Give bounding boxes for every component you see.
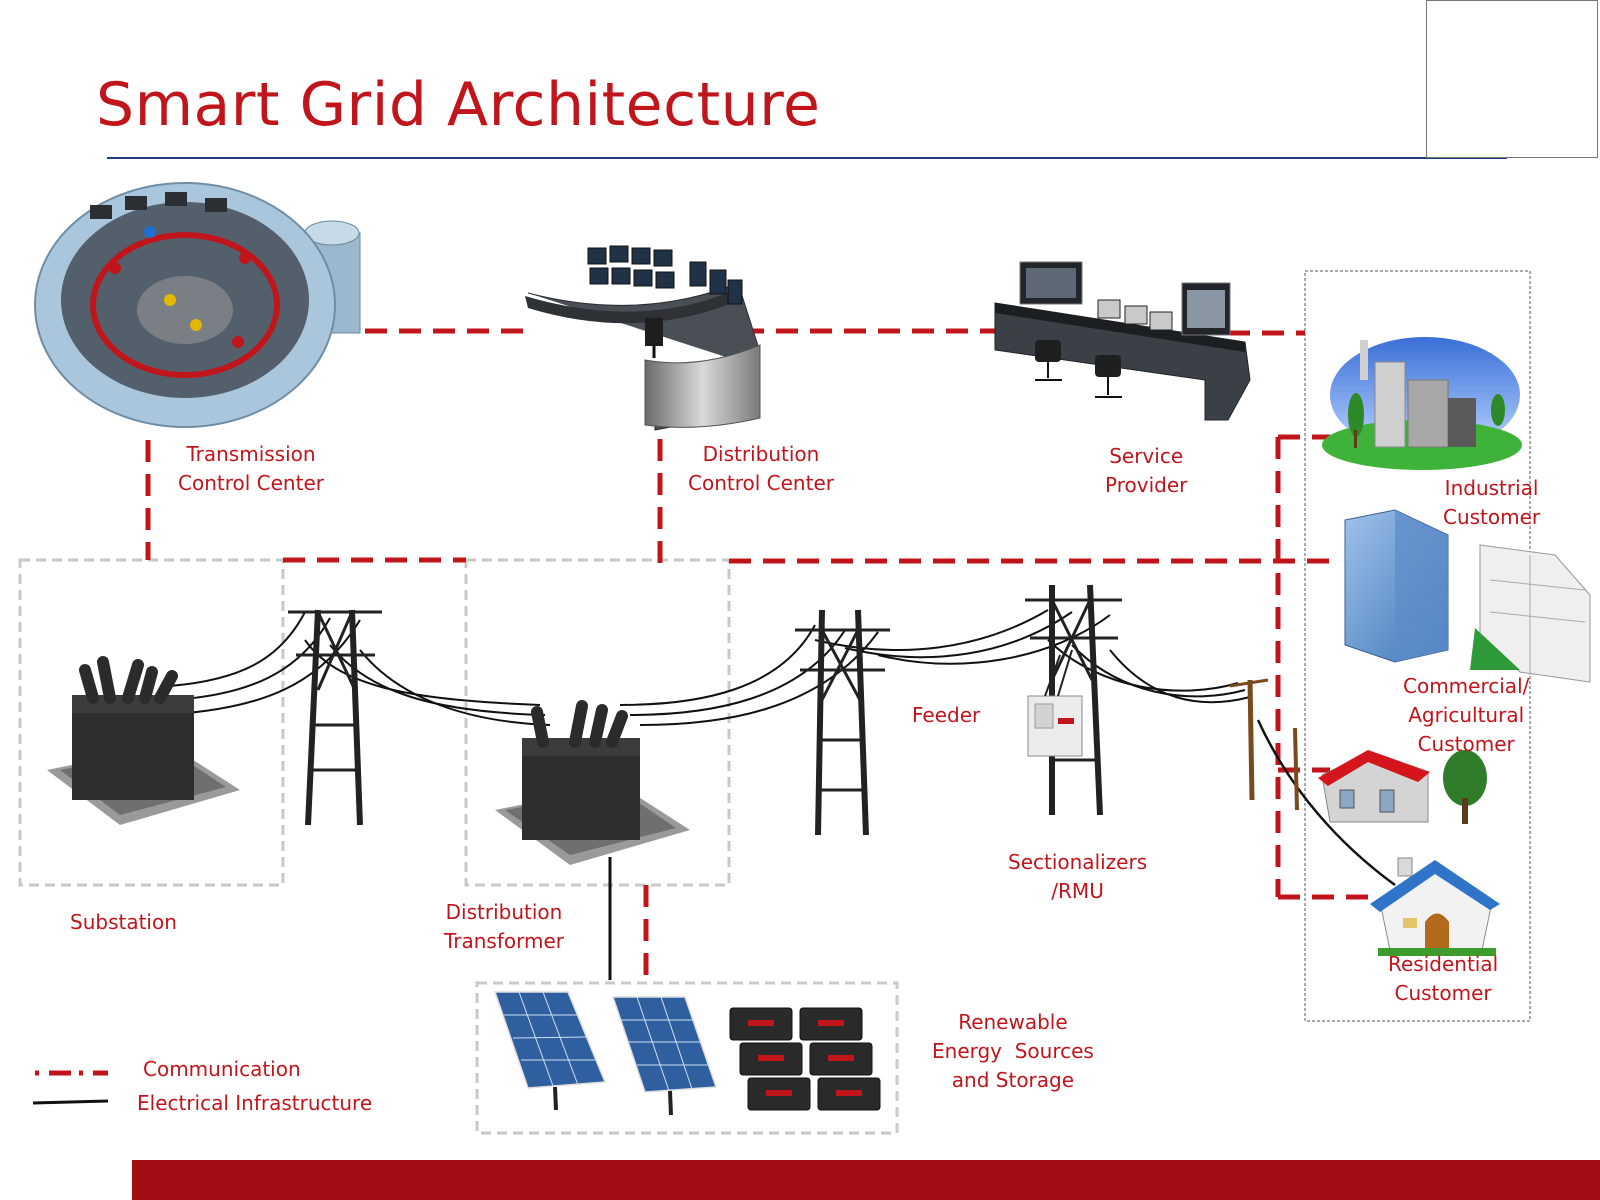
page-title: Smart Grid Architecture (96, 70, 821, 140)
substation-transformer-illustration (47, 656, 240, 825)
rmu-cabinet-illustration (1027, 649, 1083, 757)
legend-electrical-label: Electrical Infrastructure (137, 1091, 373, 1115)
service-provider-illustration (994, 261, 1251, 421)
title-divider (107, 157, 1507, 159)
label-industrial-customer: Industrial Customer (1443, 476, 1541, 529)
pole-1 (305, 609, 363, 826)
legend-communication-label: Communication (143, 1057, 301, 1081)
legend-electrical-symbol (32, 1099, 109, 1105)
renewable-box (475, 981, 899, 1135)
label-renewable: Renewable Energy Sources and Storage (932, 1010, 1094, 1092)
solar-panel-illustration (493, 991, 718, 1116)
label-residential-customer: Residential Customer (1388, 952, 1499, 1005)
pole-2 (815, 609, 869, 836)
industrial-customer-illustration (1322, 337, 1522, 470)
substation-box (18, 558, 285, 887)
footer-bar (132, 1160, 1600, 1200)
label-transmission-control-center: Transmission Control Center (178, 442, 324, 495)
utility-poles (288, 584, 1299, 836)
label-feeder: Feeder (912, 703, 981, 727)
pole-4 (1229, 678, 1299, 811)
label-substation: Substation (70, 910, 177, 934)
communication-links (145, 328, 1380, 983)
distribution-transformer-illustration (495, 700, 690, 865)
house-illustration (1318, 750, 1487, 824)
grouping-boxes (18, 558, 899, 1135)
commercial-customer-illustration (1344, 509, 1591, 683)
transformer-box (464, 558, 731, 887)
label-distribution-transformer: Distribution Transformer (444, 900, 565, 953)
electrical-wires (169, 609, 1396, 980)
label-distribution-control-center: Distribution Control Center (688, 442, 834, 495)
label-commercial-customer: Commercial/ Agricultural Customer (1403, 674, 1530, 756)
residential-customer-illustration (1370, 857, 1500, 956)
distribution-control-center-illustration (525, 245, 761, 431)
label-service-provider: Service Provider (1105, 444, 1188, 497)
label-sectionalizers: Sectionalizers /RMU (1008, 850, 1148, 903)
thumbnail-frame (1426, 0, 1598, 158)
transmission-control-center-illustration (34, 182, 361, 428)
